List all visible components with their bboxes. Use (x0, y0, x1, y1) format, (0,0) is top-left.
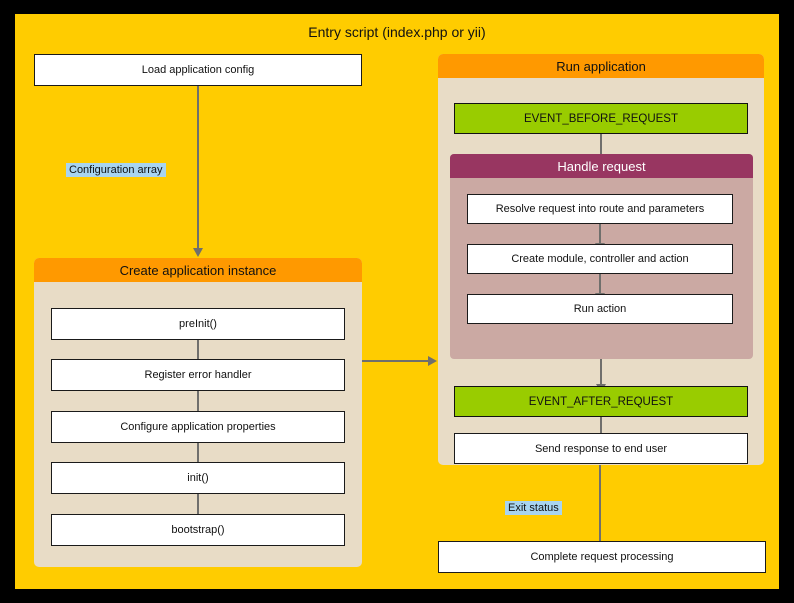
create-application-instance-group: Create application instance preInit() Re… (34, 258, 362, 567)
step-preinit-box[interactable]: preInit() (51, 308, 345, 340)
arrow-config-to-instance (193, 86, 203, 257)
edge-label-configuration-array: Configuration array (66, 163, 166, 177)
step-init-box[interactable]: init() (51, 462, 345, 494)
arrow-instance-to-run-application (362, 356, 437, 366)
arrow-preinit-to-error-handler (193, 340, 203, 369)
step-create-module-controller-action-box[interactable]: Create module, controller and action (467, 244, 733, 274)
arrow-error-handler-to-configure (193, 391, 203, 420)
complete-request-processing-box[interactable]: Complete request processing (438, 541, 766, 573)
run-application-body: EVENT_BEFORE_REQUEST Handle request Reso… (438, 78, 764, 465)
arrow-resolve-to-create-module (595, 224, 605, 252)
run-application-header: Run application (438, 54, 764, 78)
create-application-instance-header: Create application instance (34, 258, 362, 282)
send-response-box[interactable]: Send response to end user (454, 433, 748, 464)
create-application-instance-body: preInit() Register error handler Configu… (34, 282, 362, 567)
arrow-create-module-to-run-action (595, 274, 605, 302)
edge-label-exit-status: Exit status (505, 501, 562, 515)
step-resolve-request-box[interactable]: Resolve request into route and parameter… (467, 194, 733, 224)
load-application-config-box[interactable]: Load application config (34, 54, 362, 86)
arrow-before-request-to-handle (596, 134, 606, 163)
step-configure-application-properties-box[interactable]: Configure application properties (51, 411, 345, 443)
arrow-configure-to-init (193, 443, 203, 472)
step-run-action-box[interactable]: Run action (467, 294, 733, 324)
arrow-init-to-bootstrap (193, 494, 203, 523)
arrow-handle-request-to-after-request (596, 359, 606, 393)
handle-request-body: Resolve request into route and parameter… (450, 178, 753, 359)
entry-script-panel: Entry script (index.php or yii) Load app… (15, 14, 779, 589)
step-bootstrap-box[interactable]: bootstrap() (51, 514, 345, 546)
event-after-request-box[interactable]: EVENT_AFTER_REQUEST (454, 386, 748, 417)
diagram-title: Entry script (index.php or yii) (308, 24, 486, 40)
run-application-group: Run application EVENT_BEFORE_REQUEST Han… (438, 54, 764, 465)
arrow-run-application-to-complete (595, 465, 605, 550)
step-register-error-handler-box[interactable]: Register error handler (51, 359, 345, 391)
arrow-after-request-to-send-response (596, 417, 606, 443)
handle-request-header: Handle request (450, 154, 753, 178)
handle-request-group: Handle request Resolve request into rout… (450, 154, 753, 359)
event-before-request-box[interactable]: EVENT_BEFORE_REQUEST (454, 103, 748, 134)
